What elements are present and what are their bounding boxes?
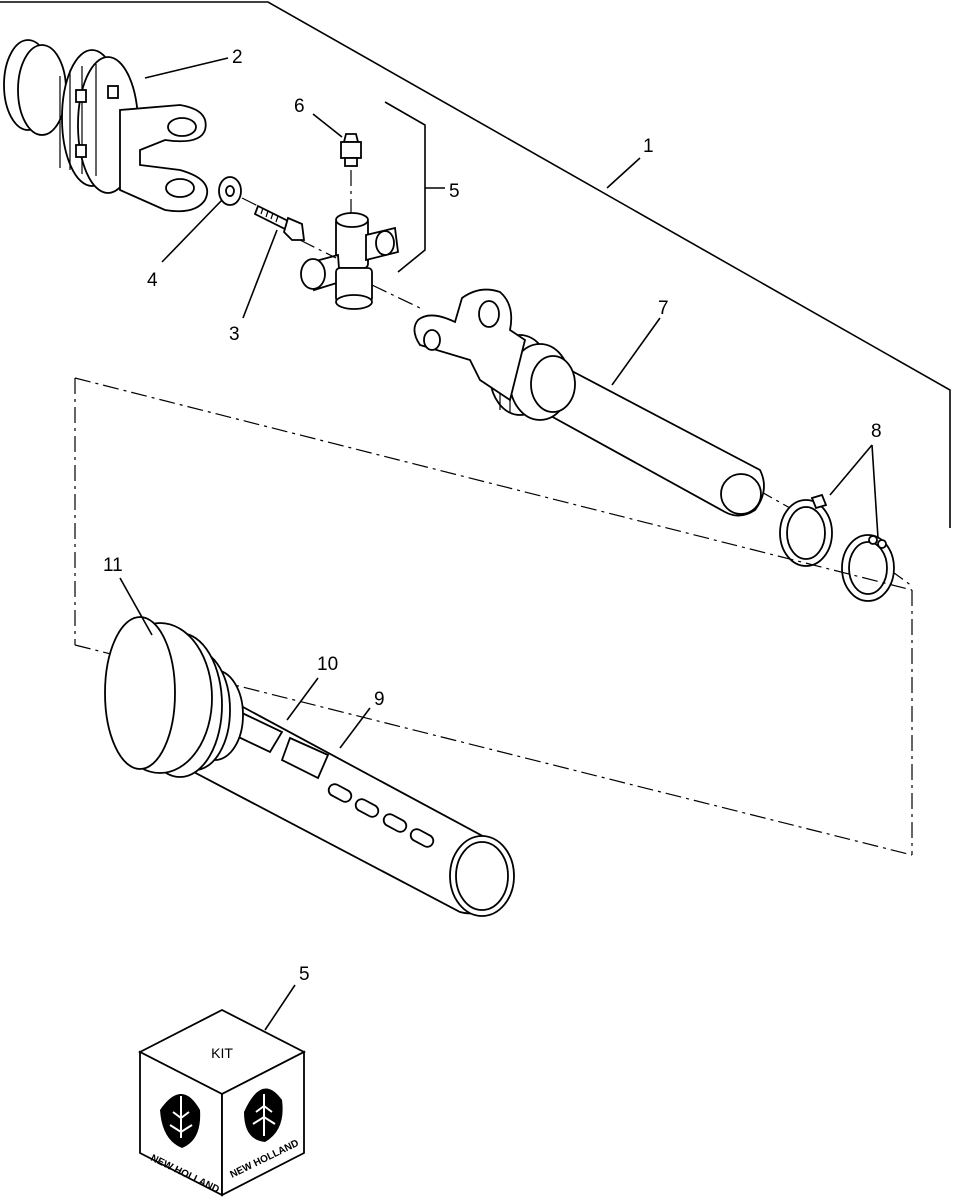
callout-3: 3 <box>229 324 240 345</box>
callout-1: 1 <box>643 136 654 157</box>
callout-5b: 5 <box>299 964 310 985</box>
inner-yoke-shaft-part <box>413 288 765 517</box>
leader-10 <box>286 677 319 721</box>
washer-part <box>218 176 242 206</box>
kit-box: KIT NEW HOLLAND NEW HOLLAND <box>138 1008 306 1197</box>
coupling-yoke-part <box>3 39 209 213</box>
outer-tube-part <box>188 698 515 917</box>
kit-label: KIT <box>211 1045 233 1061</box>
new-holland-logo-icon <box>244 1088 283 1142</box>
callout-6: 6 <box>294 96 305 117</box>
grease-fitting-part <box>340 133 362 167</box>
callout-5a: 5 <box>449 181 460 202</box>
callout-8: 8 <box>871 421 882 442</box>
callout-10: 10 <box>317 654 338 675</box>
leader-9 <box>339 707 371 749</box>
leader-3 <box>242 229 278 319</box>
shield-cone-part <box>104 616 244 778</box>
callout-2: 2 <box>232 47 243 68</box>
leader-8b <box>871 444 879 539</box>
universal-joint-cross-part <box>300 212 399 310</box>
bolt-part <box>253 204 306 241</box>
callouts: 1 2 3 4 5 5 6 7 8 9 10 11 <box>103 47 882 985</box>
leader-7 <box>611 317 661 386</box>
leader-8a <box>829 444 873 496</box>
new-holland-logo-icon <box>160 1094 201 1148</box>
leader-4 <box>161 199 223 263</box>
leader-2 <box>144 57 229 79</box>
leader-5b <box>264 984 296 1031</box>
leader-6 <box>312 113 343 138</box>
leader-11 <box>119 577 153 636</box>
outer-tube-bracket <box>74 377 913 856</box>
assembly-bracket-1 <box>0 1 951 528</box>
callout-11: 11 <box>103 555 123 576</box>
callout-4: 4 <box>147 270 158 291</box>
callout-9: 9 <box>374 689 385 710</box>
callout-7: 7 <box>658 298 669 319</box>
